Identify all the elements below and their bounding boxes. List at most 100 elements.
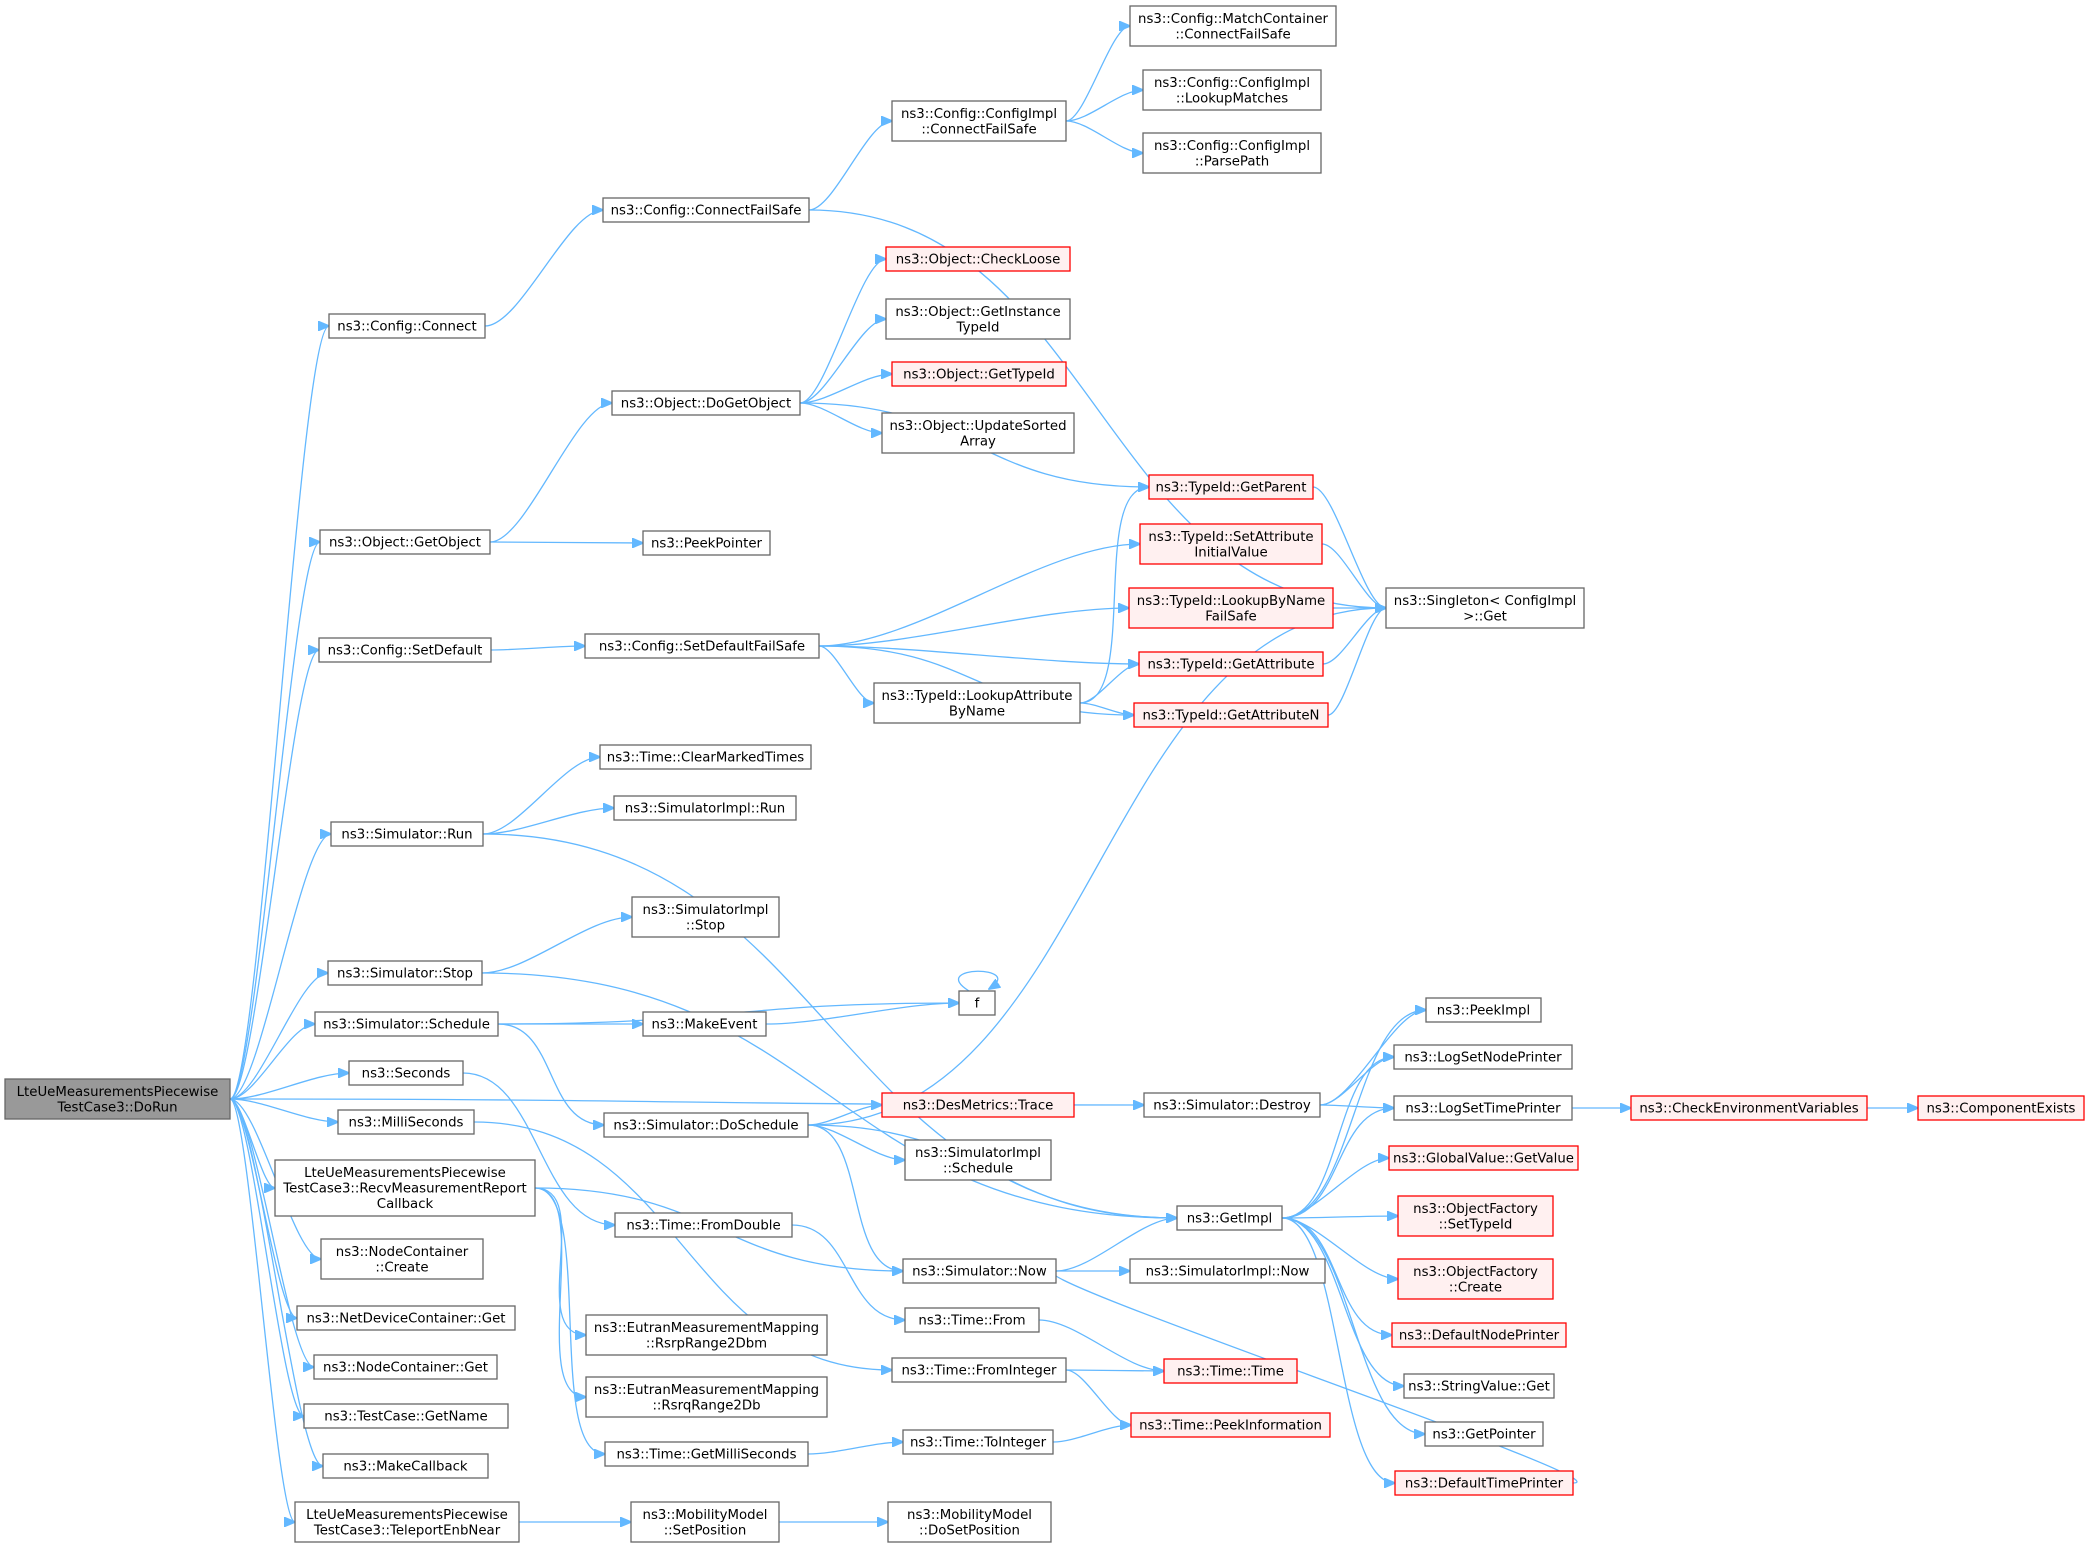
node-peekimpl[interactable]: ns3::PeekImpl — [1425, 997, 1542, 1023]
node-sim_now[interactable]: ns3::Simulator::Now — [902, 1258, 1057, 1284]
node-checkenv[interactable]: ns3::CheckEnvironmentVariables — [1630, 1095, 1868, 1121]
edge-dorun-to-teleport — [229, 1098, 295, 1522]
node-impl_lookupmatches[interactable]: ns3::Config::ConfigImpl::LookupMatches — [1142, 69, 1322, 111]
node-desmetrics[interactable]: ns3::DesMetrics::Trace — [881, 1092, 1075, 1118]
node-makecallback[interactable]: ns3::MakeCallback — [322, 1453, 489, 1479]
node-label: ns3::EutranMeasurementMapping — [594, 1383, 819, 1398]
node-simimpl_stop[interactable]: ns3::SimulatorImpl::Stop — [631, 896, 780, 938]
node-box — [642, 530, 771, 556]
node-box — [1128, 587, 1334, 629]
node-logsettimeprinter[interactable]: ns3::LogSetTimePrinter — [1393, 1095, 1573, 1121]
node-impl_connectfailsafe[interactable]: ns3::Config::ConfigImpl::ConnectFailSafe — [891, 100, 1067, 142]
node-logsetnodeprinter[interactable]: ns3::LogSetNodePrinter — [1393, 1044, 1573, 1070]
node-box — [314, 1011, 499, 1037]
node-nc_create[interactable]: ns3::NodeContainer::Create — [320, 1238, 484, 1280]
node-box — [585, 1314, 828, 1356]
node-label: ns3::LogSetNodePrinter — [1404, 1051, 1562, 1066]
edge-tid_lookupattr-to-tid_getattributen — [1079, 702, 1134, 715]
node-simimpl_now[interactable]: ns3::SimulatorImpl::Now — [1129, 1258, 1326, 1284]
node-label: ns3::MakeCallback — [343, 1460, 468, 1475]
node-obj_getobject[interactable]: ns3::Object::GetObject — [319, 529, 491, 555]
node-time_peekinfo[interactable]: ns3::Time::PeekInformation — [1130, 1412, 1331, 1438]
node-peekpointer[interactable]: ns3::PeekPointer — [642, 530, 771, 556]
node-cfg_setdefaultfailsafe[interactable]: ns3::Config::SetDefaultFailSafe — [584, 633, 820, 659]
node-box — [642, 1011, 767, 1037]
node-obj_gettypeid[interactable]: ns3::Object::GetTypeId — [891, 361, 1067, 387]
node-match_connectfailsafe[interactable]: ns3::Config::MatchContainer::ConnectFail… — [1129, 5, 1337, 47]
node-box — [873, 682, 1081, 724]
node-label: ns3::Config::SetDefaultFailSafe — [599, 640, 805, 655]
node-obj_dogetobject[interactable]: ns3::Object::DoGetObject — [611, 390, 801, 416]
node-cfg_connect[interactable]: ns3::Config::Connect — [328, 313, 486, 339]
node-tc_getname[interactable]: ns3::TestCase::GetName — [303, 1403, 509, 1429]
node-singleton_get[interactable]: ns3::Singleton< ConfigImpl>::Get — [1385, 587, 1585, 629]
node-time_getmillis[interactable]: ns3::Time::GetMilliSeconds — [604, 1441, 809, 1467]
node-of_create[interactable]: ns3::ObjectFactory::Create — [1397, 1258, 1554, 1300]
node-tid_getparent[interactable]: ns3::TypeId::GetParent — [1148, 474, 1314, 500]
edge-makeevent-to-f — [765, 1003, 959, 1025]
node-teleport[interactable]: LteUeMeasurementsPiecewiseTestCase3::Tel… — [294, 1501, 520, 1543]
node-time_from[interactable]: ns3::Time::From — [904, 1307, 1040, 1333]
edge-getimpl-to-getpointer — [1281, 1217, 1425, 1434]
node-label: ::ConnectFailSafe — [1175, 27, 1290, 42]
node-sim_stop[interactable]: ns3::Simulator::Stop — [327, 960, 483, 986]
node-mm_dosetposition[interactable]: ns3::MobilityModel::DoSetPosition — [887, 1501, 1052, 1543]
node-label: ns3::Object::GetTypeId — [903, 368, 1055, 383]
node-label: ns3::Config::Connect — [337, 320, 476, 335]
node-ndc_get[interactable]: ns3::NetDeviceContainer::Get — [296, 1305, 516, 1331]
edge-cfg_setdefaultfailsafe-to-tid_getattribute — [818, 645, 1139, 664]
node-time_time[interactable]: ns3::Time::Time — [1163, 1358, 1298, 1384]
node-globalvalue[interactable]: ns3::GlobalValue::GetValue — [1388, 1145, 1579, 1171]
node-box — [1129, 5, 1337, 47]
edge-getimpl-to-logsettimeprinter — [1281, 1108, 1394, 1219]
node-cfg_setdefault[interactable]: ns3::Config::SetDefault — [318, 637, 492, 663]
edge-obj_dogetobject-to-obj_gettypeid — [799, 374, 892, 404]
node-time_tointeger[interactable]: ns3::Time::ToInteger — [902, 1429, 1054, 1455]
node-obj_checkloose[interactable]: ns3::Object::CheckLoose — [885, 246, 1071, 272]
edge-getimpl-to-defaulttimeprinter — [1281, 1217, 1395, 1483]
node-sim_doschedule[interactable]: ns3::Simulator::DoSchedule — [603, 1112, 809, 1138]
node-defaulttimeprinter[interactable]: ns3::DefaultTimePrinter — [1394, 1470, 1574, 1496]
node-time_frominteger[interactable]: ns3::Time::FromInteger — [891, 1357, 1067, 1383]
node-cfg_connectfailsafe[interactable]: ns3::Config::ConnectFailSafe — [602, 197, 810, 223]
edge-seconds-to-time_fromdouble — [462, 1072, 615, 1225]
node-stringvalue[interactable]: ns3::StringValue::Get — [1403, 1373, 1555, 1399]
node-sim_destroy[interactable]: ns3::Simulator::Destroy — [1143, 1092, 1321, 1118]
node-componentexists[interactable]: ns3::ComponentExists — [1917, 1095, 2085, 1121]
node-getpointer[interactable]: ns3::GetPointer — [1424, 1421, 1544, 1447]
node-mm_setposition[interactable]: ns3::MobilityModel::SetPosition — [630, 1501, 780, 1543]
node-label: TestCase3::TeleportEnbNear — [313, 1523, 501, 1538]
node-box — [904, 1307, 1040, 1333]
node-nc_get[interactable]: ns3::NodeContainer::Get — [313, 1354, 498, 1380]
node-recvcallback[interactable]: LteUeMeasurementsPiecewiseTestCase3::Rec… — [274, 1159, 536, 1217]
node-tid_getattribute[interactable]: ns3::TypeId::GetAttribute — [1138, 651, 1324, 677]
node-simimpl_run[interactable]: ns3::SimulatorImpl::Run — [613, 795, 797, 821]
node-sim_run[interactable]: ns3::Simulator::Run — [330, 821, 484, 847]
node-getimpl[interactable]: ns3::GetImpl — [1176, 1205, 1283, 1231]
node-sim_schedule[interactable]: ns3::Simulator::Schedule — [314, 1011, 499, 1037]
node-of_settypeid[interactable]: ns3::ObjectFactory::SetTypeId — [1397, 1195, 1554, 1237]
node-tid_getattributen[interactable]: ns3::TypeId::GetAttributeN — [1133, 702, 1329, 728]
node-seconds[interactable]: ns3::Seconds — [348, 1060, 464, 1086]
node-makeevent[interactable]: ns3::MakeEvent — [642, 1011, 767, 1037]
node-time_fromdouble[interactable]: ns3::Time::FromDouble — [614, 1212, 793, 1238]
node-simimpl_schedule[interactable]: ns3::SimulatorImpl::Schedule — [904, 1139, 1052, 1181]
node-label: Array — [960, 434, 996, 449]
node-dorun[interactable]: LteUeMeasurementsPiecewiseTestCase3::DoR… — [4, 1078, 231, 1120]
node-impl_parsepath[interactable]: ns3::Config::ConfigImpl::ParsePath — [1142, 132, 1322, 174]
node-rsrp[interactable]: ns3::EutranMeasurementMapping::RsrpRange… — [585, 1314, 828, 1356]
node-time_clearmarked[interactable]: ns3::Time::ClearMarkedTimes — [599, 744, 812, 770]
node-defaultnodeprinter[interactable]: ns3::DefaultNodePrinter — [1391, 1322, 1567, 1348]
node-rsrq[interactable]: ns3::EutranMeasurementMapping::RsrqRange… — [585, 1376, 828, 1418]
node-label: ns3::NodeContainer — [336, 1245, 469, 1260]
node-milliseconds[interactable]: ns3::MilliSeconds — [337, 1109, 475, 1135]
edge-dorun-to-cfg_connect — [229, 326, 329, 1100]
node-box — [1176, 1205, 1283, 1231]
edge-dorun-to-sim_stop — [229, 973, 328, 1100]
node-f[interactable]: f — [958, 990, 996, 1016]
